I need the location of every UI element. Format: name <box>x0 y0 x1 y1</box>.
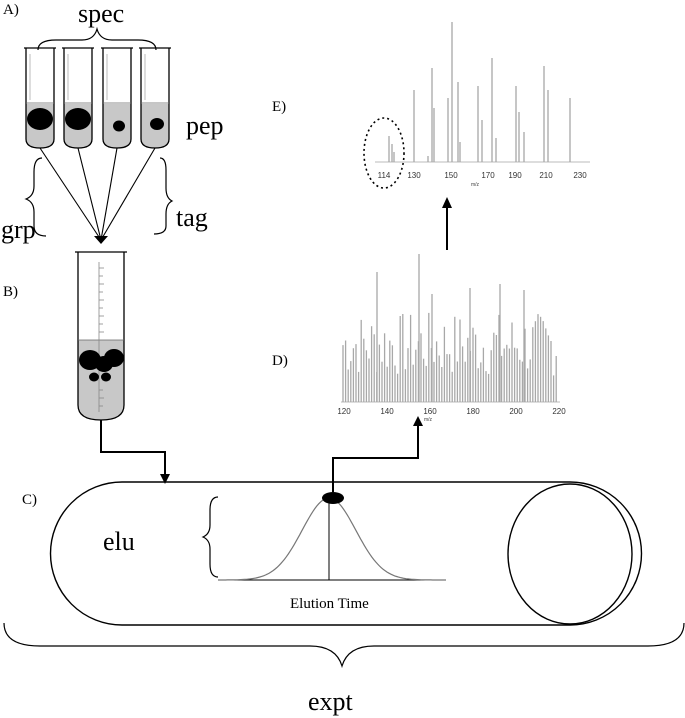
ms2-tick-label: 114 <box>378 171 391 180</box>
sample-tube-2 <box>62 47 94 149</box>
ms1-tick-label: 180 <box>466 407 480 416</box>
peak-height-brace <box>201 496 219 578</box>
ms2-tick-label: 150 <box>444 171 458 180</box>
grp-label: grp <box>1 215 36 244</box>
panel-label-e: E) <box>272 99 286 115</box>
connector-arrow-to-ms1 <box>332 424 419 492</box>
ms2-tick-label: 170 <box>481 171 495 180</box>
spec-label: spec <box>78 0 124 28</box>
ms1-arrowhead <box>413 416 423 426</box>
ms2-tick-label: 230 <box>573 171 587 180</box>
graduation-marks <box>98 262 104 412</box>
panel-label-a: A) <box>3 2 19 18</box>
tag-label: tag <box>176 203 208 232</box>
ms2-tick-label: 190 <box>508 171 522 180</box>
chromatogram <box>218 492 446 581</box>
ms1-tick-label: 160 <box>423 407 437 416</box>
elution-peak-curve <box>218 497 446 581</box>
peptide-spot-1 <box>27 108 53 130</box>
reporter-ion-highlight <box>363 117 405 189</box>
ms2-spectrum: 114 130 150 170 190 210 230 m/z <box>363 22 590 189</box>
grp-brace <box>24 157 47 237</box>
sample-tube-4 <box>139 47 171 149</box>
ms1-tick-label: 120 <box>337 407 351 416</box>
tag-brace <box>153 157 174 235</box>
ms1-peaks <box>342 254 557 402</box>
panel-label-d: D) <box>272 353 288 369</box>
ms1-axis-title: m/z <box>424 417 433 423</box>
peptide-spot-3 <box>113 120 125 132</box>
peptide-spot-2 <box>65 108 91 130</box>
elu-label: elu <box>103 527 135 556</box>
ms1-tick-labels: 120 140 160 180 200 220 <box>337 407 566 416</box>
pooled-tube <box>75 251 127 421</box>
ms2-tick-label: 210 <box>539 171 553 180</box>
ms1-spectrum: 120 140 160 180 200 220 m/z <box>337 254 566 423</box>
ms1-tick-label: 140 <box>380 407 394 416</box>
panel-label-c: C) <box>22 492 37 508</box>
pooling-arrowhead <box>94 236 108 244</box>
ms1-tick-label: 220 <box>552 407 566 416</box>
pooled-peptide-spots <box>79 349 124 382</box>
peptide-spot-4 <box>150 118 164 130</box>
peak-apex-marker <box>322 492 344 504</box>
pooling-lines <box>39 147 156 241</box>
connector-arrowhead <box>160 474 170 484</box>
panel-label-b: B) <box>3 284 18 300</box>
elution-time-label: Elution Time <box>290 596 369 612</box>
ms2-peaks <box>388 22 571 162</box>
ms2-tick-labels: 114 130 150 170 190 210 230 <box>378 171 588 180</box>
spec-brace <box>37 26 157 51</box>
sample-tube-1 <box>24 47 56 149</box>
lc-column <box>49 481 643 626</box>
ms2-arrowhead <box>442 197 452 208</box>
expt-label: expt <box>308 687 354 716</box>
ms2-axis-title: m/z <box>471 182 480 188</box>
connector-arrow-to-column <box>100 420 166 476</box>
ms2-tick-label: 130 <box>407 171 421 180</box>
ms1-tick-label: 200 <box>509 407 523 416</box>
pep-label: pep <box>186 111 224 140</box>
sample-tube-3 <box>101 47 133 149</box>
experiment-brace <box>3 622 685 669</box>
